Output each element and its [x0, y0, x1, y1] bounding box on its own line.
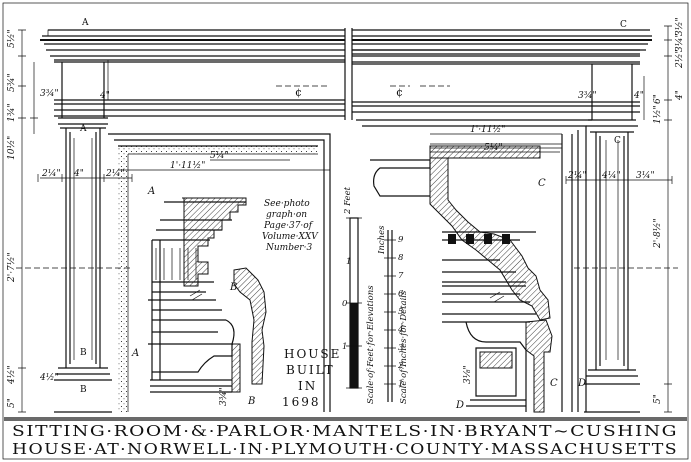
feet-scale-tick-1b: 1: [342, 342, 347, 352]
inch-scale-tick-3: 3: [398, 343, 403, 353]
centerline-left: ¢: [295, 86, 302, 99]
dim-left-pil-width: 4": [73, 169, 84, 179]
dim-left-base-c: 4½": [39, 372, 59, 383]
section-letter-b-base: B: [80, 385, 87, 395]
inch-scale-unit: Inches: [377, 225, 387, 255]
section-letter-c-top: C: [620, 20, 627, 30]
dim-right-frieze-b: 4": [633, 91, 644, 101]
section-letter-a-lower: A: [131, 348, 139, 359]
inch-scale-tick-2: 2: [397, 361, 403, 371]
dim-right-cornice-b: 3¼": [674, 33, 685, 52]
feet-scale-tick-0: 0: [342, 299, 348, 309]
title-block: SITTING·ROOM·&·PARLOR·MANTELS·IN·BRYANT~…: [4, 417, 687, 458]
dim-right-pil-width: 4¼": [601, 170, 621, 181]
dim-left-frieze-c: 1¾": [6, 103, 17, 122]
dim-right-pil-right: 3¼": [636, 170, 655, 181]
dim-right-cornice-c: 2½": [674, 49, 685, 69]
inch-scale-tick-4: 4: [397, 325, 403, 335]
photo-note-line-5: Number·3: [265, 243, 312, 253]
inch-scale-tick-5: 5: [398, 307, 403, 317]
dim-right-pil-left: 2¼": [567, 170, 587, 181]
feet-scale-unit: 2 Feet: [343, 186, 353, 215]
photo-note-line-4: Volume·XXV: [262, 232, 319, 242]
right-dimensions: [430, 25, 673, 413]
section-letter-c-detail: C: [538, 178, 546, 189]
inch-scale-tick-9: 9: [398, 235, 404, 245]
inch-scale-tick-1: 1: [398, 379, 403, 389]
house-built-note: HOUSE BUILT IN 1698: [282, 347, 341, 409]
left-profile-detail: [148, 197, 267, 393]
inch-scale-tick-8: 8: [398, 253, 404, 263]
house-note-line-4: 1698: [282, 395, 321, 409]
dim-left-opening-width: 1'·11½": [170, 160, 205, 171]
section-letter-c-lower: C: [550, 378, 558, 389]
dim-right-opening-top: 5¼": [484, 142, 503, 153]
dim-left-base-a: 4½": [6, 365, 17, 385]
inch-scale-bar: [384, 230, 396, 402]
dentil-course: [352, 49, 640, 55]
dim-left-base-b: 5": [7, 398, 17, 408]
feet-scale-bar: [346, 217, 362, 389]
dim-left-pil-right: 2¼": [105, 168, 125, 179]
section-letter-a-pilaster: A: [79, 124, 87, 134]
inch-scale-tick-7: 7: [398, 271, 404, 281]
dim-right-detail-small: 3⅛": [463, 365, 473, 384]
left-mantel-elevation: [40, 29, 346, 413]
dim-left-cornice: 5½": [6, 29, 17, 48]
left-dimensions: [18, 29, 330, 413]
section-letter-b-detail: B: [229, 282, 237, 293]
dim-left-overall-height: 2'·7½": [6, 252, 17, 283]
dim-left-frieze-d: 5¾": [6, 73, 17, 92]
photo-note-line-1: See·photo: [264, 199, 310, 209]
dim-left-cap-height: 10½": [6, 136, 17, 160]
section-letter-a-detail: A: [147, 186, 155, 197]
house-note-line-3: IN: [298, 379, 317, 393]
dim-left-frieze-b: 4": [99, 91, 110, 101]
dim-right-overall-height: 2'·8½": [652, 218, 663, 249]
section-letter-d-detail: D: [577, 378, 586, 389]
photo-note: See·photo graph·on Page·37·of Volume·XXV…: [262, 199, 319, 253]
centerline-right: ¢: [396, 86, 403, 99]
house-note-line-1: HOUSE: [284, 347, 341, 361]
inch-scale-label: Scale·of·Inches·for·Details: [399, 290, 409, 404]
photo-note-line-3: Page·37·of: [263, 221, 314, 231]
house-note-line-2: BUILT: [286, 363, 335, 377]
title-line-1: SITTING·ROOM·&·PARLOR·MANTELS·IN·BRYANT~…: [12, 422, 678, 440]
dim-right-frieze-d: 4": [675, 90, 685, 101]
title-line-2: HOUSE·AT·NORWELL·IN·PLYMOUTH·COUNTY·MASS…: [12, 440, 678, 458]
inch-scale-tick-6: 6: [398, 289, 404, 299]
section-letter-b-lower: B: [247, 396, 255, 407]
dim-right-frieze-a: 3¾": [578, 90, 597, 101]
dim-right-frieze-e: 1½": [652, 105, 663, 124]
feet-scale-tick-1: 1: [346, 257, 351, 267]
dim-right-frieze-c: 6": [653, 94, 663, 104]
dim-left-detail-small: 3¾": [218, 387, 229, 406]
right-mantel-elevation: [352, 29, 652, 413]
photo-note-line-2: graph·on: [266, 210, 307, 220]
feet-scale-label: Scale·of·Feet·for·Elevations: [366, 285, 376, 404]
section-letter-d-lower: D: [455, 400, 464, 411]
dim-right-base: 5": [653, 394, 663, 404]
section-letter-c-pilaster: C: [614, 136, 621, 146]
section-letter-a-top: A: [81, 18, 89, 28]
dim-right-opening-width: 1'·11½": [470, 124, 505, 135]
dim-left-opening-top: 5¼": [210, 150, 229, 161]
dim-right-cornice-a: 3½": [674, 17, 685, 36]
section-letter-b-pilaster: B: [80, 348, 87, 358]
dim-left-frieze-a: 3¾": [40, 88, 59, 99]
dim-left-pil-left: 2¼": [41, 168, 61, 179]
